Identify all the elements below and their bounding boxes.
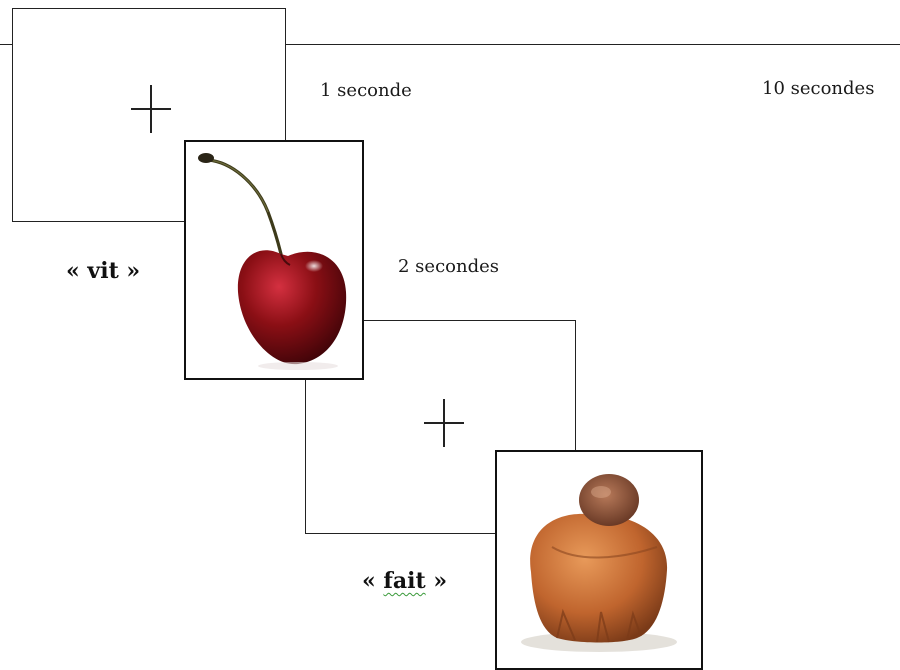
stimulus-frame-cherry <box>184 140 364 380</box>
fixation-cross-icon <box>424 399 464 447</box>
duration-label-image: 2 secondes <box>398 256 499 277</box>
duration-label-total: 10 secondes <box>762 78 875 99</box>
brioche-image <box>521 474 677 652</box>
word-label-2: « fait » <box>362 568 448 594</box>
word-label-1: « vit » <box>66 258 141 284</box>
timeline-line <box>0 44 900 45</box>
stimulus-frame-brioche <box>495 450 703 670</box>
duration-label-fixation: 1 seconde <box>320 80 412 101</box>
fixation-cross-icon <box>131 85 171 133</box>
cherry-image <box>198 153 347 370</box>
